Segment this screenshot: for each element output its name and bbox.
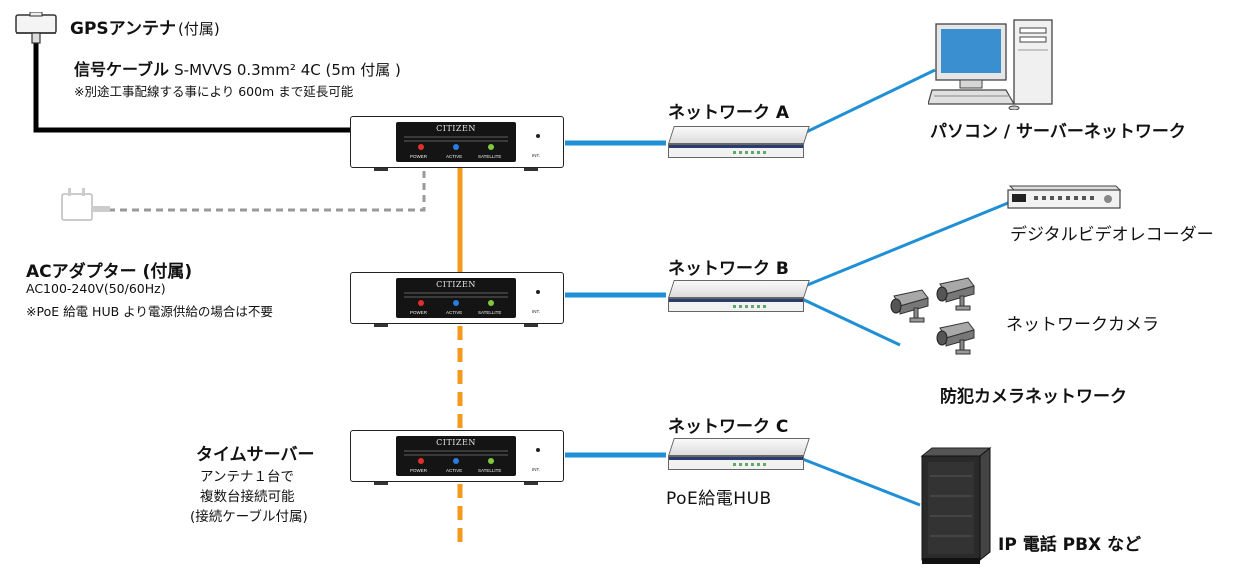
time-server-unit-2: CITIZEN POWER ACTIVE SATELLITE INT. (350, 272, 564, 327)
dvr-label: デジタルビデオレコーダー (1010, 225, 1214, 245)
time-server-desc-2: 複数台接続可能 (200, 489, 295, 505)
power-led-label: POWER (410, 310, 428, 315)
int-label: INT. (532, 153, 541, 158)
pbx-label: IP 電話 PBX など (998, 535, 1142, 555)
ac-adapter-spec: AC100-240V(50/60Hz) (26, 281, 166, 296)
signal-cable-line (33, 42, 350, 133)
active-led-label: ACTIVE (446, 310, 463, 315)
int-label: INT. (532, 309, 541, 314)
active-led (453, 144, 459, 150)
satellite-led-label: SATELLITE (478, 154, 502, 159)
satellite-led (488, 300, 494, 306)
satellite-led (488, 458, 494, 464)
camera-label: ネットワークカメラ (1006, 315, 1159, 335)
network-hub-a (668, 126, 810, 160)
time-server-unit-1: CITIZEN POWER ACTIVE SATELLITE INT. (350, 116, 564, 171)
active-led (453, 300, 459, 306)
power-led (418, 144, 424, 150)
signal-cable-title: 信号ケーブル (74, 60, 170, 79)
signal-cable-note: ※別途工事配線する事により 600m まで延長可能 (74, 84, 354, 99)
poe-hub-label: PoE給電HUB (666, 489, 772, 509)
power-led-label: POWER (410, 468, 428, 473)
video-recorder-icon (1007, 185, 1122, 209)
time-server-title: タイムサーバー (196, 445, 315, 465)
link-camera (799, 296, 901, 347)
active-led-label: ACTIVE (446, 468, 463, 473)
power-led (418, 458, 424, 464)
time-server-unit-3: CITIZEN POWER ACTIVE SATELLITE INT. (350, 430, 564, 485)
network-c-label: ネットワーク C (668, 417, 789, 437)
time-server-desc-1: アンテナ１台で (200, 469, 294, 485)
power-led-label: POWER (410, 154, 428, 159)
link-pc (799, 68, 936, 137)
int-label: INT. (532, 467, 541, 472)
network-b-label: ネットワーク B (668, 259, 789, 279)
time-server-desc-3: (接続ケーブル付属) (190, 509, 308, 525)
pc-network-label: パソコン / サーバーネットワーク (930, 122, 1186, 142)
satellite-led (488, 144, 494, 150)
link-pbx (799, 456, 921, 507)
desktop-pc-icon (928, 19, 1053, 110)
server-logo: CITIZEN (436, 280, 476, 289)
ac-adapter-icon (61, 188, 110, 221)
satellite-led-label: SATELLITE (478, 310, 502, 315)
security-camera-icon (890, 277, 975, 355)
pbx-cabinet-icon (920, 446, 992, 564)
network-a-label: ネットワーク A (668, 103, 790, 123)
ac-adapter-note: ※PoE 給電 HUB より電源供給の場合は不要 (26, 304, 273, 319)
antenna-sub-label: (付属) (177, 20, 220, 38)
power-cable-line (108, 168, 426, 212)
link-dvr (799, 201, 1009, 290)
gps-antenna-icon (15, 12, 57, 44)
active-led-label: ACTIVE (446, 154, 463, 159)
camera-network-label: 防犯カメラネットワーク (940, 387, 1127, 407)
power-led (418, 300, 424, 306)
satellite-led-label: SATELLITE (478, 468, 502, 473)
server-logo: CITIZEN (436, 124, 476, 133)
server-logo: CITIZEN (436, 438, 476, 447)
antenna-label: GPSアンテナ (70, 19, 176, 39)
poe-hub-c (668, 438, 810, 472)
network-hub-b (668, 280, 810, 314)
active-led (453, 458, 459, 464)
ac-adapter-title: ACアダプター (付属) (26, 262, 193, 282)
signal-cable-spec: S-MVVS 0.3mm² 4C (5m 付属 ) (174, 61, 401, 79)
